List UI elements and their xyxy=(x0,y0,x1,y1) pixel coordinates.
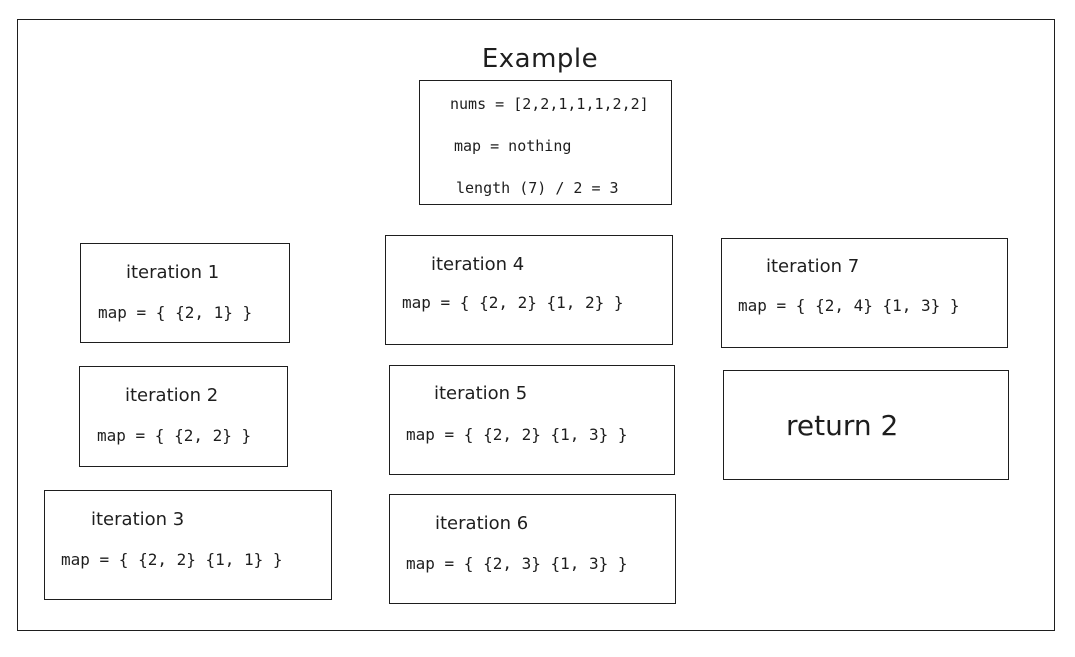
setup-map: map = nothing xyxy=(454,137,572,155)
diagram-frame xyxy=(17,19,1055,631)
iteration-map: map = { {2, 2} {1, 2} } xyxy=(402,293,624,312)
iteration-box-5: iteration 5 map = { {2, 2} {1, 3} } xyxy=(389,365,675,475)
iteration-map: map = { {2, 2} } xyxy=(97,426,252,445)
result-box: return 2 xyxy=(723,370,1009,480)
iteration-map: map = { {2, 2} {1, 3} } xyxy=(406,425,628,444)
iteration-box-1: iteration 1 map = { {2, 1} } xyxy=(80,243,290,343)
iteration-map: map = { {2, 1} } xyxy=(98,303,253,322)
iteration-box-4: iteration 4 map = { {2, 2} {1, 2} } xyxy=(385,235,673,345)
diagram-title: Example xyxy=(481,44,599,74)
setup-length: length (7) / 2 = 3 xyxy=(456,179,619,197)
iteration-box-7: iteration 7 map = { {2, 4} {1, 3} } xyxy=(721,238,1008,348)
setup-box: nums = [2,2,1,1,1,2,2] map = nothing len… xyxy=(419,80,672,205)
iteration-label: iteration 3 xyxy=(91,509,185,530)
iteration-map: map = { {2, 3} {1, 3} } xyxy=(406,554,628,573)
iteration-box-2: iteration 2 map = { {2, 2} } xyxy=(79,366,288,467)
setup-nums: nums = [2,2,1,1,1,2,2] xyxy=(450,95,649,113)
iteration-map: map = { {2, 4} {1, 3} } xyxy=(738,296,960,315)
iteration-label: iteration 6 xyxy=(435,513,529,534)
result-text: return 2 xyxy=(786,409,899,442)
iteration-map: map = { {2, 2} {1, 1} } xyxy=(61,550,283,569)
iteration-label: iteration 2 xyxy=(125,385,219,406)
iteration-box-3: iteration 3 map = { {2, 2} {1, 1} } xyxy=(44,490,332,600)
iteration-label: iteration 7 xyxy=(766,256,860,277)
iteration-box-6: iteration 6 map = { {2, 3} {1, 3} } xyxy=(389,494,676,604)
iteration-label: iteration 4 xyxy=(431,254,525,275)
iteration-label: iteration 1 xyxy=(126,262,220,283)
iteration-label: iteration 5 xyxy=(434,383,528,404)
